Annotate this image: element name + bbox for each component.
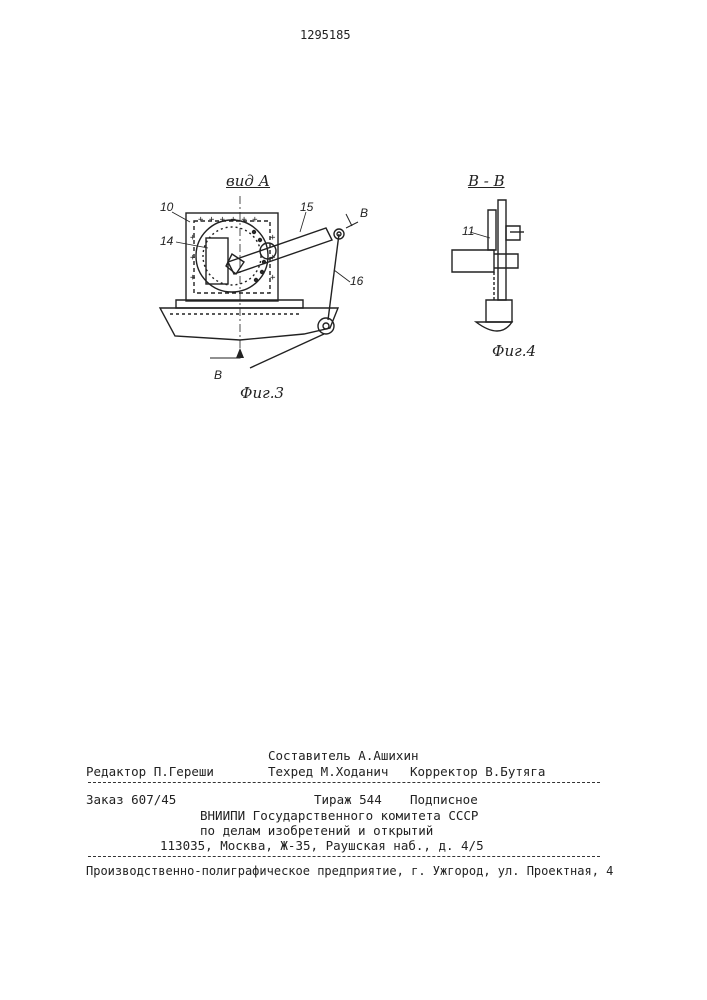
- fig4-plate: [498, 200, 506, 300]
- fig3-label-14: 14: [160, 234, 173, 248]
- imprint-order: Заказ 607/45: [86, 792, 176, 807]
- fig3-label-15: 15: [300, 200, 313, 214]
- fig4-lower-block: [486, 300, 512, 322]
- imprint-compiler: Составитель А.Ашихин: [268, 748, 419, 763]
- fig3-arrow-label-top: В: [360, 206, 368, 220]
- fig3-caption: Фиг.3: [240, 384, 284, 402]
- imprint-rule-top: [88, 782, 600, 783]
- imprint-address: 113035, Москва, Ж-35, Раушская наб., д. …: [160, 838, 484, 853]
- fig4-section-title: В - В: [468, 172, 505, 190]
- fig3-label-10: 10: [160, 200, 173, 214]
- imprint-circulation: Тираж 544: [314, 792, 382, 807]
- imprint-org1: ВНИИПИ Государственного комитета СССР: [200, 808, 478, 823]
- imprint-printer: Производственно-полиграфическое предприя…: [86, 864, 613, 878]
- fig4-shaft: [452, 250, 494, 272]
- imprint-corrector: Корректор В.Бутяга: [410, 764, 545, 779]
- imprint-org2: по делам изобретений и открытий: [200, 823, 433, 838]
- imprint-editor: Редактор П.Гереши: [86, 764, 214, 779]
- fig3-arrow-label-bottom: В: [214, 368, 222, 382]
- imprint-subscription: Подписное: [410, 792, 478, 807]
- fig3-label-16: 16: [350, 274, 363, 288]
- fig4-label-11: 11: [462, 224, 474, 238]
- imprint-techred: Техред М.Ходанич: [268, 764, 388, 779]
- imprint-rule-bottom: [88, 856, 600, 857]
- fig4-caption: Фиг.4: [492, 342, 536, 360]
- fig3-view-title: вид А: [226, 172, 270, 190]
